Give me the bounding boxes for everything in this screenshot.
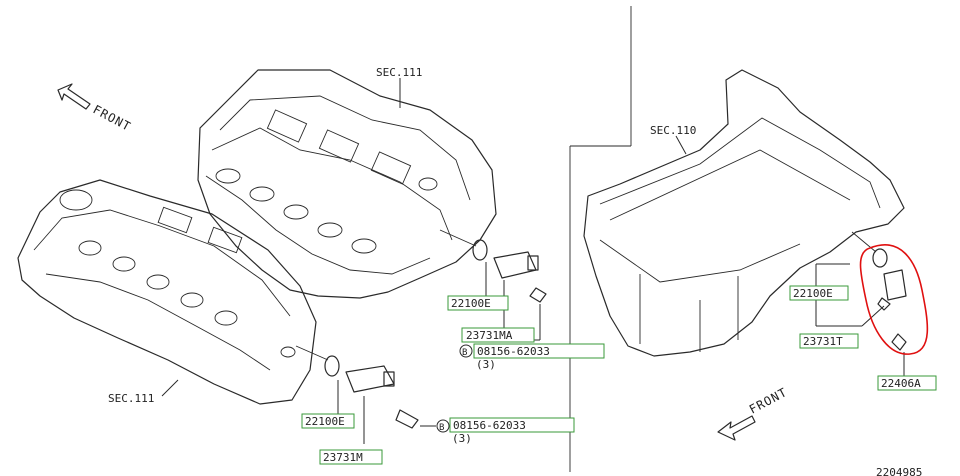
label-qty-bolt-b: (3): [452, 432, 472, 445]
label-text-23731ma: 23731MA: [466, 329, 513, 342]
label-qty-bolt-a: (3): [476, 358, 496, 371]
cylinder-head-front: [17, 179, 317, 405]
sec110-label: SEC.110: [650, 124, 696, 137]
label-22406a: 22406A: [877, 375, 937, 391]
label-text-22100e-a: 22100E: [451, 297, 491, 310]
label-text-bolt-a: 08156-62033: [477, 345, 550, 358]
label-text-22100e-c: 22100E: [793, 287, 833, 300]
label-23731ma: 23731MA: [461, 327, 535, 343]
label-23731m: 23731M: [319, 449, 383, 465]
sec111-bottom-leader: [161, 379, 179, 397]
label-text-22406a: 22406A: [881, 377, 921, 390]
front-arrow-icon: [717, 415, 756, 441]
bolt-marker-b: B: [439, 423, 444, 433]
front-label-right: FRONT: [747, 385, 790, 417]
cam-position-sensor-b: [295, 345, 419, 429]
bolt-marker-a: B: [462, 348, 467, 358]
sec111-top-label: SEC.111: [376, 66, 422, 79]
bolt-callout-b: B 08156-62033 (3): [436, 417, 575, 445]
bolt-callout-a: B 08156-62033 (3): [459, 343, 605, 371]
label-22100e-a: 22100E: [447, 295, 509, 311]
sec111-bottom-label: SEC.111: [108, 392, 154, 405]
label-23731t: 23731T: [799, 333, 859, 349]
label-text-bolt-b: 08156-62033: [453, 419, 526, 432]
oil-pan: [583, 69, 905, 357]
red-annotation-circle: [859, 244, 929, 355]
corner-code: 2204985: [876, 466, 922, 476]
label-text-23731t: 23731T: [803, 335, 843, 348]
label-text-23731m: 23731M: [323, 451, 363, 464]
label-text-22100e-b: 22100E: [305, 415, 345, 428]
label-22100e-c: 22100E: [789, 285, 849, 301]
label-22100e-b: 22100E: [301, 413, 355, 429]
crank-position-sensor: [851, 231, 907, 351]
leader-23731t-d: [861, 305, 885, 327]
cam-position-sensor-a: [439, 229, 547, 303]
front-label-left: FRONT: [91, 102, 134, 134]
front-arrow-icon: [57, 83, 91, 110]
cylinder-head-rear: [197, 69, 497, 299]
sec110-leader: [675, 135, 687, 155]
